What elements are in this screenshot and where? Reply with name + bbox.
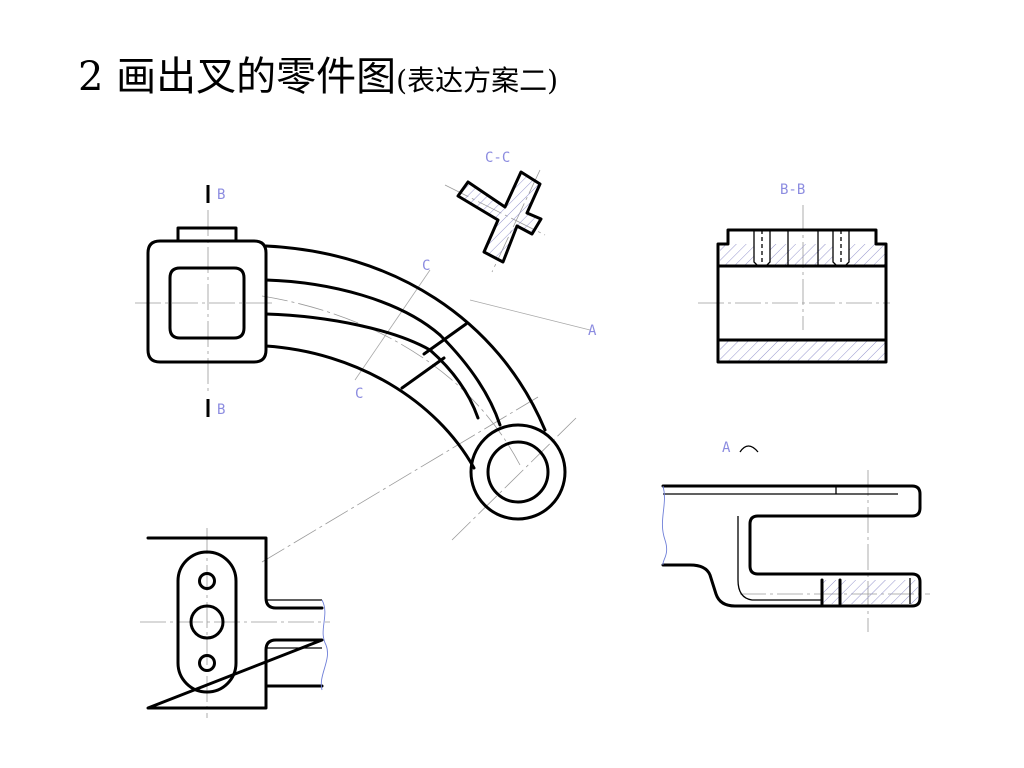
arm-section-break-2 xyxy=(400,356,446,390)
view-a-inner-web-edge xyxy=(737,516,822,601)
bottom-view-outline xyxy=(146,536,324,710)
section-cc-view: C-C xyxy=(444,150,546,273)
arm-rib-lower-continued xyxy=(428,348,480,420)
section-bb-view: B-B xyxy=(698,182,890,364)
eye-tangent-centerline xyxy=(451,417,577,541)
view-a: A xyxy=(661,440,930,632)
section-b-label-top: B xyxy=(217,187,225,203)
arm-rib-upper-continued xyxy=(438,333,502,427)
section-bb-top-hatch xyxy=(720,244,886,266)
eye-boss-outline xyxy=(469,423,567,521)
bottom-view-slot xyxy=(176,550,238,694)
slide-title-main: 2 画出叉的零件图 xyxy=(78,54,397,100)
view-a-break-line xyxy=(661,485,668,566)
section-c-label-bottom: C xyxy=(355,386,363,402)
section-cc-title: C-C xyxy=(485,150,510,166)
view-a-tine-hatch xyxy=(822,580,918,604)
section-cc-profile xyxy=(456,170,543,264)
section-c-plane-line xyxy=(354,269,431,381)
slide-title-subtitle: (表达方案二) xyxy=(396,64,559,97)
main-view: B B C C A xyxy=(135,185,597,563)
section-bb-title: B-B xyxy=(780,182,805,198)
section-b-label-bottom: B xyxy=(217,402,225,418)
view-a-rotation-arrow xyxy=(739,445,759,453)
bottom-view-hole-bottom xyxy=(198,654,216,672)
arm-outer-edge xyxy=(264,244,547,432)
hub-square-bore xyxy=(168,266,246,340)
eye-bore xyxy=(486,440,550,504)
arm-section-break-1 xyxy=(422,322,468,356)
bottom-view-hole-center xyxy=(189,604,225,640)
section-bb-outline xyxy=(716,228,888,364)
arm-centerline xyxy=(261,295,521,466)
view-a-outline xyxy=(661,484,922,608)
bottom-view-break-line xyxy=(320,599,328,691)
eye-radial-centerline xyxy=(261,396,539,563)
section-c-label-top: C xyxy=(422,258,430,274)
view-a-direction-label: A xyxy=(588,323,597,339)
bottom-view xyxy=(140,528,330,718)
view-a-title: A xyxy=(722,440,731,456)
hub-outline xyxy=(146,239,268,364)
arm-rib-lower xyxy=(264,312,432,352)
arm-inner-edge xyxy=(264,344,476,470)
hub-top-lug xyxy=(176,226,238,243)
arm-rib-upper xyxy=(264,278,442,337)
slide-title: 2 画出叉的零件图(表达方案二) xyxy=(78,44,558,102)
bottom-view-hole-top xyxy=(198,572,216,590)
view-a-direction-line xyxy=(469,299,591,331)
section-bb-bottom-hatch xyxy=(720,340,886,362)
